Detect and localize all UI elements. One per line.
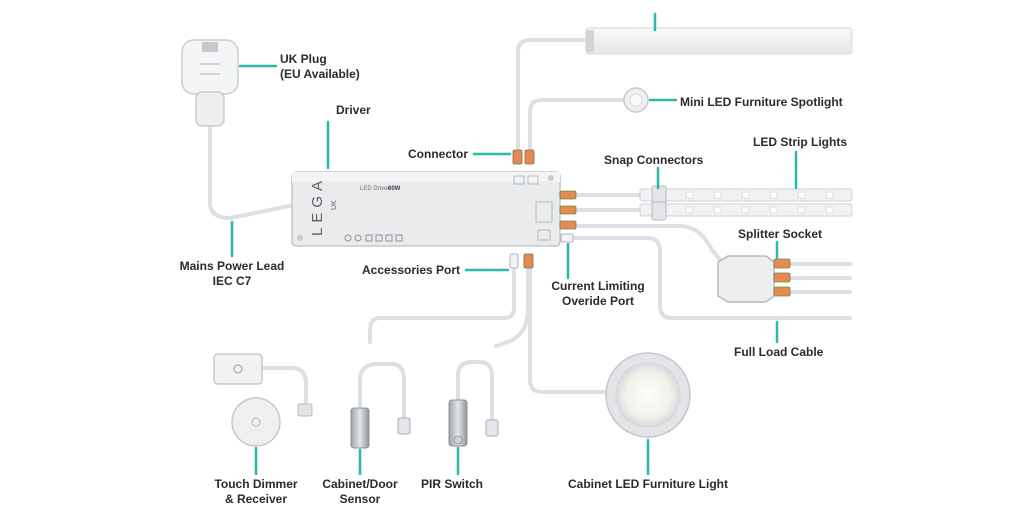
driver-brand-sub: UK bbox=[331, 200, 338, 210]
label-uk-plug: UK Plug (EU Available) bbox=[280, 52, 360, 82]
mains-lead-text: Mains Power Lead bbox=[179, 259, 285, 273]
label-mains-lead: Mains Power Lead IEC C7 bbox=[172, 259, 292, 289]
mini-spotlight-icon bbox=[623, 87, 649, 113]
leader-lines bbox=[230, 12, 798, 476]
mains-power-cable bbox=[208, 118, 296, 220]
label-touch-dimmer: Touch Dimmer & Receiver bbox=[206, 477, 306, 507]
label-door-sensor: Cabinet/Door Sensor bbox=[320, 477, 400, 507]
current-limiting-text: Current Limiting bbox=[551, 279, 645, 293]
mains-lead-note: IEC C7 bbox=[212, 274, 252, 288]
label-driver: Driver bbox=[336, 103, 371, 117]
override-port-text: Overide Port bbox=[561, 294, 635, 308]
door-sensor-text: Cabinet/Door bbox=[322, 477, 398, 491]
spotlight-cable bbox=[528, 98, 624, 157]
uk-plug-text: UK Plug bbox=[280, 52, 327, 66]
door-sensor-note: Sensor bbox=[339, 492, 381, 506]
label-accessories-port: Accessories Port bbox=[362, 263, 461, 277]
driver-brand: LEGA bbox=[309, 176, 326, 236]
cabinet-light-icon bbox=[605, 352, 691, 438]
label-mini-spotlight: Mini LED Furniture Spotlight bbox=[680, 95, 843, 109]
label-splitter-socket: Splitter Socket bbox=[738, 227, 823, 241]
connector-icons bbox=[509, 149, 577, 269]
uk-plug-note: (EU Available) bbox=[280, 67, 360, 81]
tube-light-cable bbox=[516, 38, 592, 157]
splitter-cable bbox=[566, 224, 724, 264]
label-full-load-cable: Full Load Cable bbox=[734, 345, 824, 359]
led-strip-lights bbox=[639, 185, 853, 221]
label-current-limiting: Current Limiting Overide Port bbox=[540, 279, 656, 309]
dimmer-cable bbox=[260, 366, 308, 410]
driver-model-text: LED Driver bbox=[360, 186, 389, 192]
accessory-cable bbox=[368, 268, 516, 344]
label-connector: Connector bbox=[408, 147, 468, 161]
driver-wattage: 60W bbox=[388, 186, 401, 192]
label-led-strip-lights: LED Strip Lights bbox=[753, 135, 847, 149]
touch-dimmer-text: Touch Dimmer bbox=[214, 477, 298, 491]
pir-loop-cable bbox=[456, 360, 494, 426]
door-sensor-cable bbox=[358, 362, 406, 422]
led-tube-light bbox=[585, 27, 853, 55]
pir-switch-icon bbox=[448, 399, 499, 447]
door-sensor-icon bbox=[350, 407, 411, 449]
label-cabinet-light: Cabinet LED Furniture Light bbox=[568, 477, 728, 491]
touch-dimmer-note: & Receiver bbox=[224, 492, 288, 506]
splitter-socket-icon bbox=[717, 255, 791, 303]
label-snap-connectors: Snap Connectors bbox=[604, 153, 704, 167]
full-load-cable bbox=[566, 236, 852, 320]
cabinet-light-cable bbox=[528, 264, 614, 394]
uk-plug-icon bbox=[181, 39, 239, 127]
cables bbox=[208, 38, 852, 426]
touch-dimmer-icon bbox=[213, 353, 313, 447]
label-pir-switch: PIR Switch bbox=[421, 477, 484, 491]
